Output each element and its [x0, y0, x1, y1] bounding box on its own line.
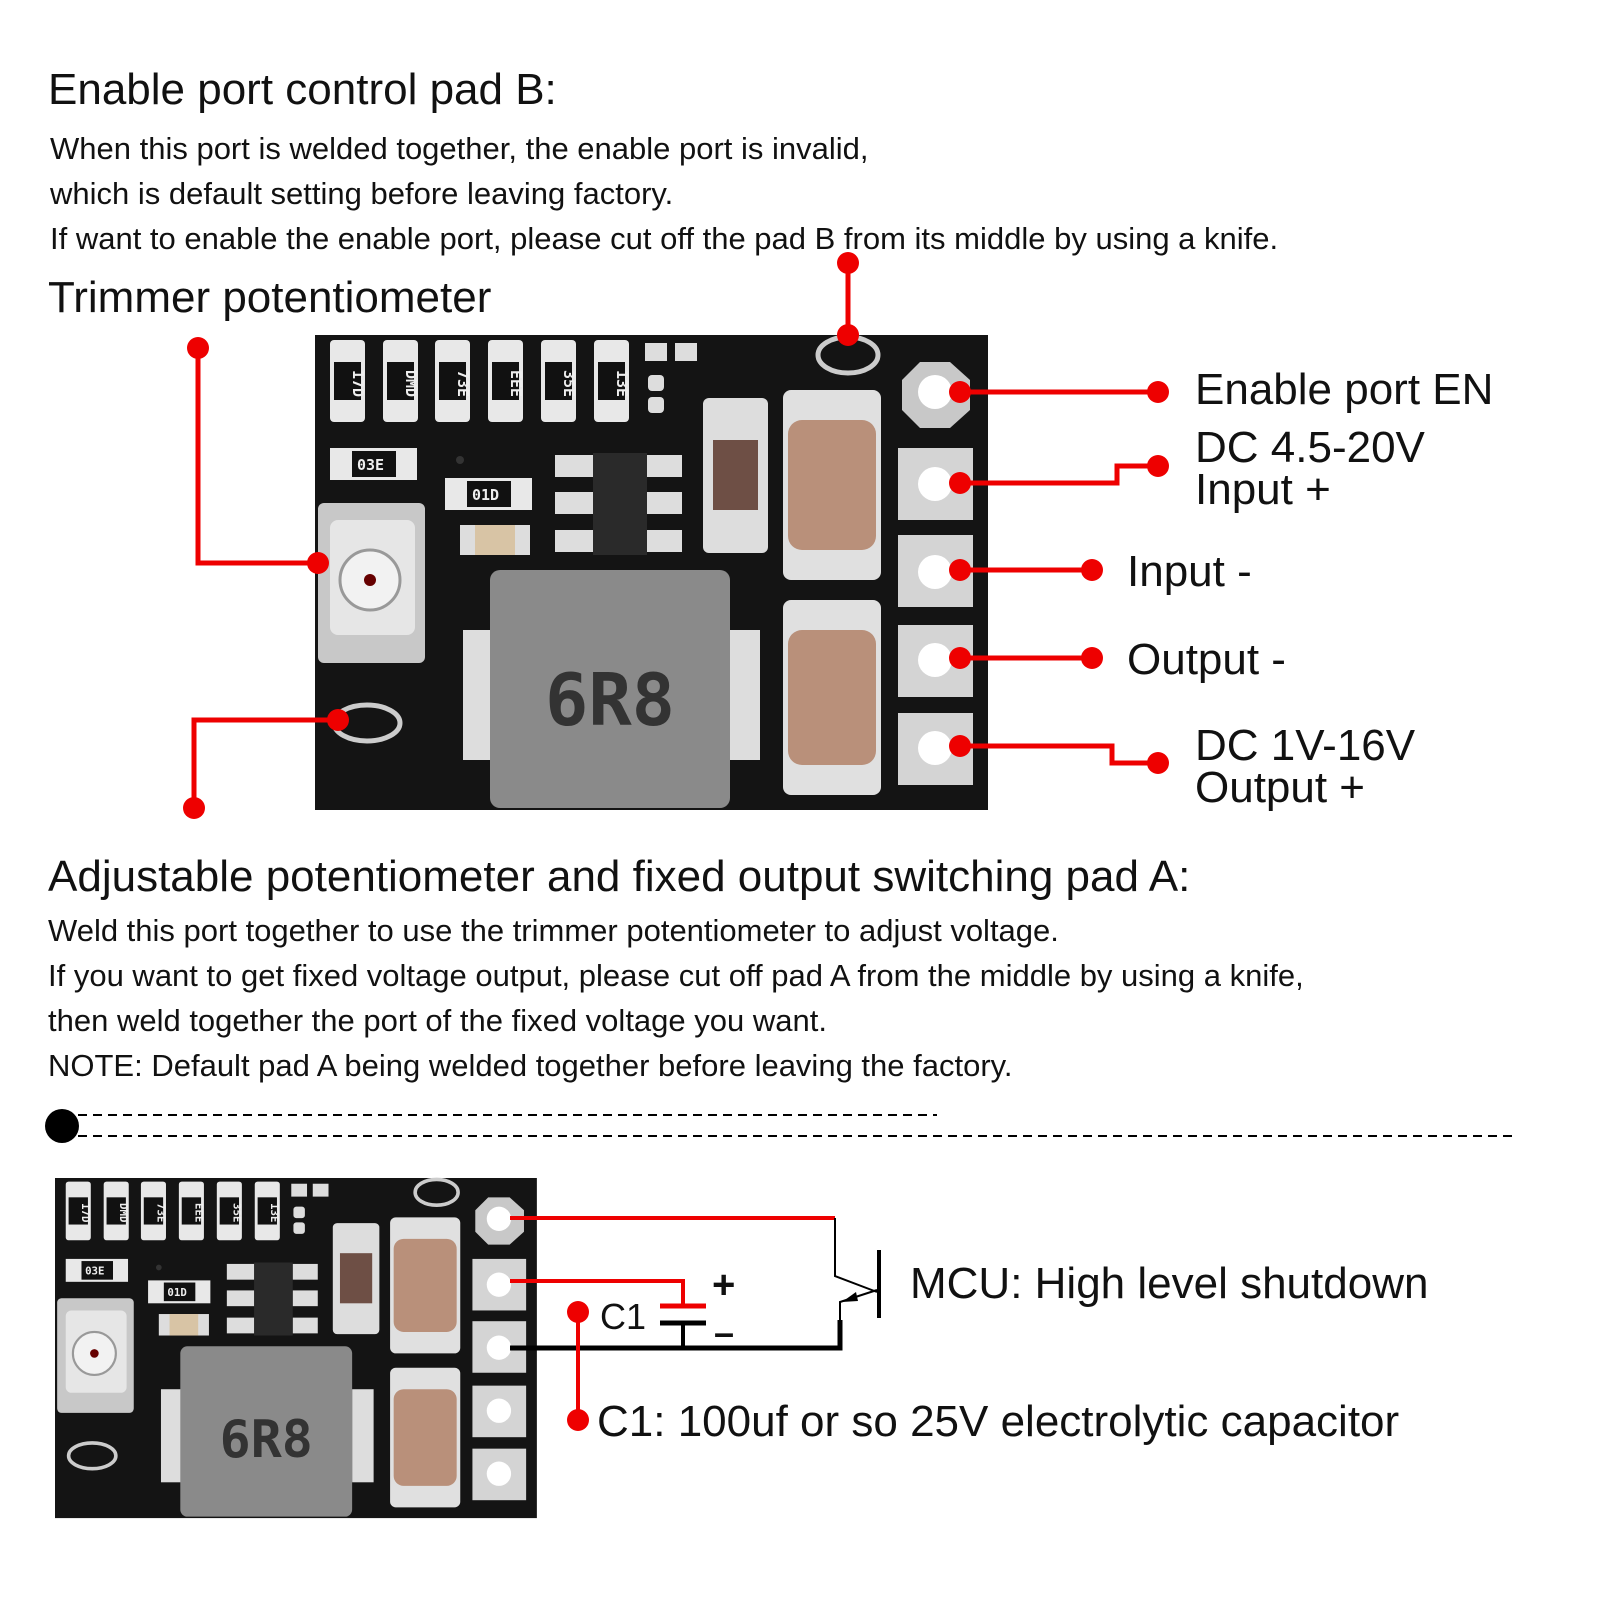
capacitor-note: C1: 100uf or so 25V electrolytic capacit… [597, 1397, 1399, 1446]
resistor-mark: 13E [613, 370, 631, 397]
main-board-image: 17D DMD 73E EEE 35E 13E 03E 01D [315, 334, 988, 810]
resistor-03e-mark: 03E [357, 456, 384, 474]
resistor-01d-mark: 01D [472, 486, 499, 504]
label-output-plus: DC 1V-16V [1195, 721, 1416, 770]
label-output-plus: Output + [1195, 763, 1365, 812]
plus-sign: + [712, 1263, 735, 1307]
pad-a-text: then weld together the port of the fixed… [48, 1003, 827, 1038]
label-enable-port: Enable port EN [1195, 365, 1493, 414]
capacitor [783, 600, 881, 795]
resistor-mark: EEE [507, 370, 525, 397]
pad-b-text: which is default setting before leaving … [49, 176, 673, 211]
pad-b-text: If want to enable the enable port, pleas… [50, 221, 1278, 256]
inductor: 6R8 [463, 570, 760, 808]
label-output-minus: Output - [1127, 635, 1286, 684]
pad-a-text: If you want to get fixed voltage output,… [48, 958, 1304, 993]
resistor-mark: 17D [349, 370, 367, 397]
trimmer-label: Trimmer potentiometer [48, 273, 491, 322]
pad-a-text: Weld this port together to use the trimm… [48, 913, 1059, 948]
pad-a-text: NOTE: Default pad A being welded togethe… [48, 1048, 1012, 1083]
callout-lines [191, 263, 1158, 808]
callout-dots [183, 252, 1169, 819]
minus-sign: – [714, 1312, 734, 1353]
resistor-row: 17D DMD 73E EEE 35E 13E [330, 340, 697, 422]
pad-a-heading: Adjustable potentiometer and fixed outpu… [48, 852, 1190, 901]
label-input-minus: Input - [1127, 547, 1252, 596]
dashed-divider [45, 1109, 1515, 1143]
pcb-board: 17D DMD 73E EEE 35E 13E 03E 01D [315, 334, 988, 810]
wiring-circuit [510, 1216, 881, 1431]
pad-b-text: When this port is welded together, the e… [50, 131, 869, 166]
resistor-mark: DMD [402, 370, 420, 397]
mcu-label: MCU: High level shutdown [910, 1259, 1428, 1308]
resistor-mark: 35E [560, 370, 578, 397]
c1-label: C1 [600, 1296, 646, 1337]
label-input-plus: DC 4.5-20V [1195, 423, 1426, 472]
pad-b-heading: Enable port control pad B: [48, 65, 557, 114]
capacitor [783, 390, 881, 580]
inductor-mark: 6R8 [545, 658, 675, 742]
ic-chip [555, 453, 682, 555]
trimmer-potentiometer [318, 503, 425, 663]
resistor-mark: 73E [454, 370, 472, 397]
wiring-board-image [53, 1176, 539, 1520]
label-input-plus: Input + [1195, 465, 1331, 514]
